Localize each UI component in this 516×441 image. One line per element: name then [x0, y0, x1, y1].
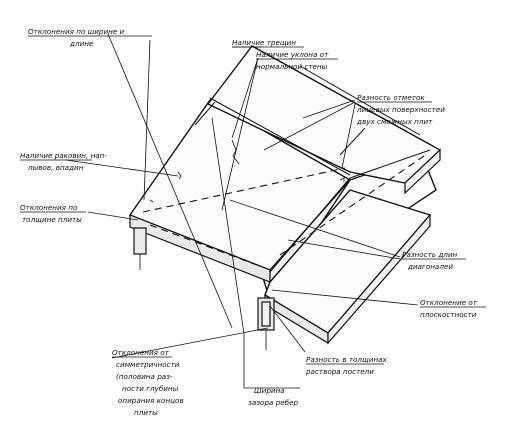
label-adjacent-surface-diff: Разность отметок лицевых поверхностей дв…: [356, 93, 447, 126]
label-width-deviation: Отклонения по ширине и длине: [28, 27, 127, 48]
label-wall-marks-deviation: Наличие уклона от нормальной стены: [256, 50, 331, 71]
label-symmetry-deviation: Отклонения от симметричности (половина р…: [112, 348, 186, 417]
label-crack-presence: Наличие раковин, нап- лывов, впадин: [20, 151, 109, 172]
leader-lines: [65, 33, 419, 389]
label-mortar-thickness: Разность в толщинах раствора постели: [305, 355, 389, 376]
label-slab-thickness-deviation: Отклонения по толщине плиты: [20, 203, 82, 224]
label-diagonal-length-diff: Разность длин диагоналей: [402, 250, 460, 271]
label-rib-gap: Ширина зазора ребер: [248, 386, 299, 407]
label-flatness-deviation: Отклонение от плоскостности: [420, 298, 479, 319]
slab-panel-icon: [128, 45, 442, 345]
label-seam-thickness: Наличие трещин: [232, 38, 296, 47]
support-column-icon: [133, 227, 275, 350]
